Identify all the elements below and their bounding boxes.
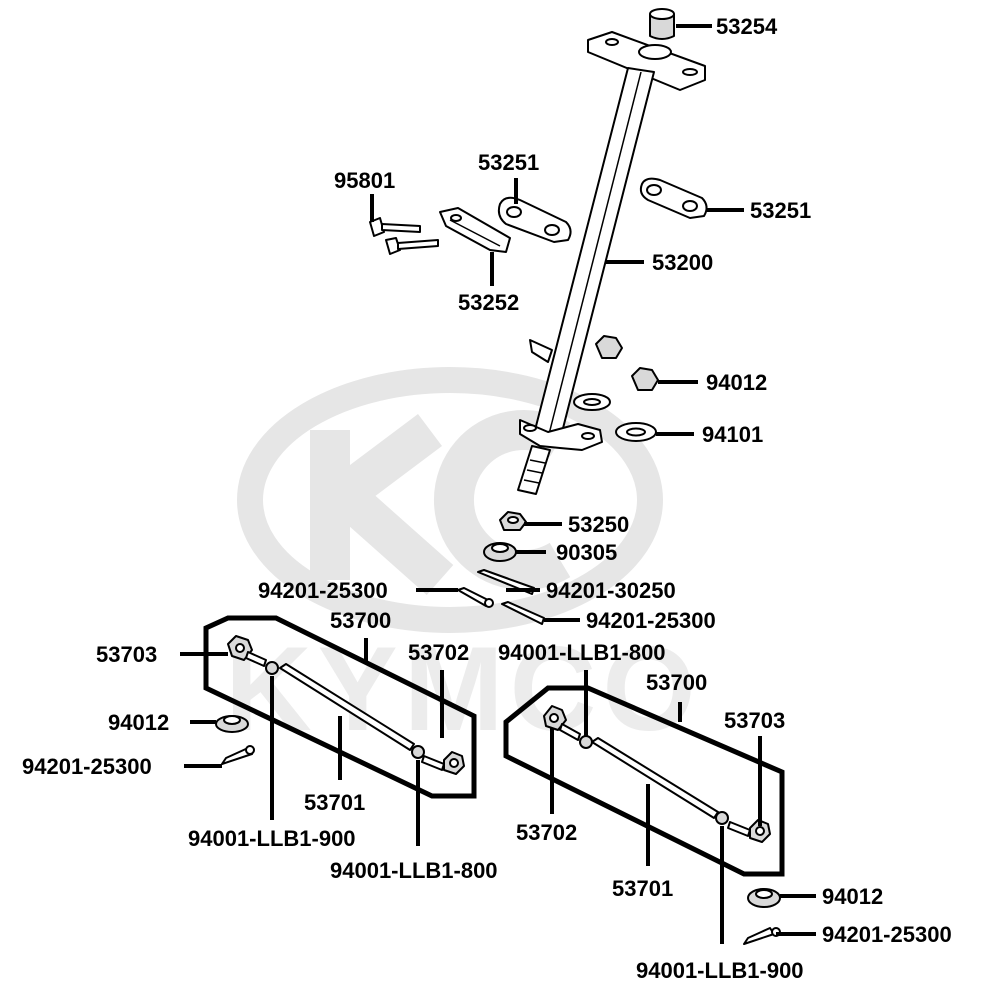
nut-53250 [499,511,527,531]
label-53700-left: 53700 [330,608,391,633]
label-94201-25300-left: 94201-25300 [22,754,152,779]
steering-column-53200 [517,8,706,495]
label-53250: 53250 [568,512,629,537]
label-90305: 90305 [556,540,617,565]
bracket-53252 [439,207,511,253]
label-94201-30250: 94201-30250 [546,578,676,603]
label-53702-right: 53702 [516,820,577,845]
cotter-pin-94201-25300-left [221,745,255,765]
label-53703-left: 53703 [96,642,157,667]
label-94012-top: 94012 [706,370,767,395]
tie-rod-53700-left-parts [227,635,465,775]
bolt-95801 [369,217,439,255]
label-94001-llb1-800-top: 94001-LLB1-800 [498,640,666,665]
label-94201-25300-b: 94201-25300 [586,608,716,633]
cotter-pin-94201-25300-right [743,927,781,945]
label-94012-right: 94012 [822,884,883,909]
cotter-pin-94201-25300-a [457,587,494,608]
tie-rod-53700-left-frame [203,615,477,799]
clamp-53251-right [639,177,708,219]
label-94012-left: 94012 [108,710,169,735]
label-53252: 53252 [458,290,519,315]
label-94201-25300-right: 94201-25300 [822,922,952,947]
label-53251-right: 53251 [750,198,811,223]
tie-rod-53700-right-parts [543,705,771,843]
label-53701-left: 53701 [304,790,365,815]
part-labels: 53254 53251 53251 95801 53200 53252 9401… [22,14,952,983]
label-53702-left: 53702 [408,640,469,665]
label-94001-llb1-800-left: 94001-LLB1-800 [330,858,498,883]
label-95801: 95801 [334,168,395,193]
tie-rod-53700-right-frame [503,685,785,877]
label-53254: 53254 [716,14,778,39]
washer-94101 [573,393,657,442]
label-94201-25300-a: 94201-25300 [258,578,388,603]
label-53700-right: 53700 [646,670,707,695]
label-94001-llb1-900-left: 94001-LLB1-900 [188,826,356,851]
castle-nut-94012-left [215,715,249,733]
label-94101: 94101 [702,422,763,447]
label-53251-left: 53251 [478,150,539,175]
nut-90305 [483,542,517,562]
label-94001-llb1-900-right: 94001-LLB1-900 [636,958,804,983]
label-53200: 53200 [652,250,713,275]
label-53703-right: 53703 [724,708,785,733]
leader-lines [180,24,816,944]
castle-nut-94012-top [595,335,659,391]
castle-nut-94012-right [747,888,781,908]
clamp-53251-left [497,196,572,243]
label-53701-right: 53701 [612,876,673,901]
